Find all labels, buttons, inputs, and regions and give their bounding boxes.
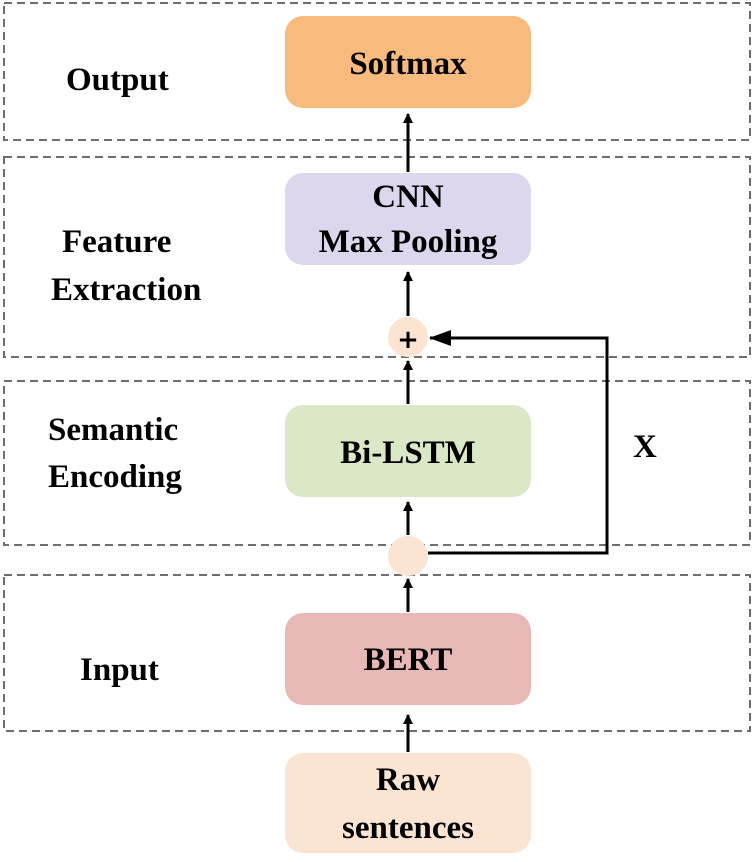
feature-layer-label-line2: Extraction — [51, 272, 201, 308]
cnn-label-line2: Max Pooling — [319, 224, 498, 260]
raw-sentences-label-line2: sentences — [342, 810, 474, 846]
raw-sentences-label-line1: Raw — [376, 762, 440, 798]
bert-label: BERT — [364, 642, 453, 678]
feature-layer-label-line1: Feature — [62, 224, 171, 260]
skip-connection-label: X — [633, 429, 657, 465]
semantic-layer-label-line1: Semantic — [48, 412, 178, 448]
input-band — [3, 574, 751, 732]
bilstm-label: Bi-LSTM — [340, 435, 476, 471]
semantic-layer-label-line2: Encoding — [48, 459, 182, 495]
bilstm-box — [285, 405, 531, 497]
raw-sentences-box — [285, 753, 531, 853]
output-band — [3, 2, 751, 141]
addition-symbol: + — [397, 325, 419, 355]
skip-connection-arrow — [428, 330, 609, 555]
split-node — [388, 536, 428, 576]
input-layer-label: Input — [80, 652, 159, 688]
softmax-label: Softmax — [349, 46, 467, 82]
output-layer-label: Output — [66, 62, 169, 98]
softmax-box — [285, 16, 531, 108]
bert-box — [285, 613, 531, 705]
cnn-box — [285, 173, 531, 265]
feature-extraction-band — [3, 156, 751, 358]
addition-node — [388, 317, 428, 357]
cnn-label-line1: CNN — [372, 179, 444, 215]
